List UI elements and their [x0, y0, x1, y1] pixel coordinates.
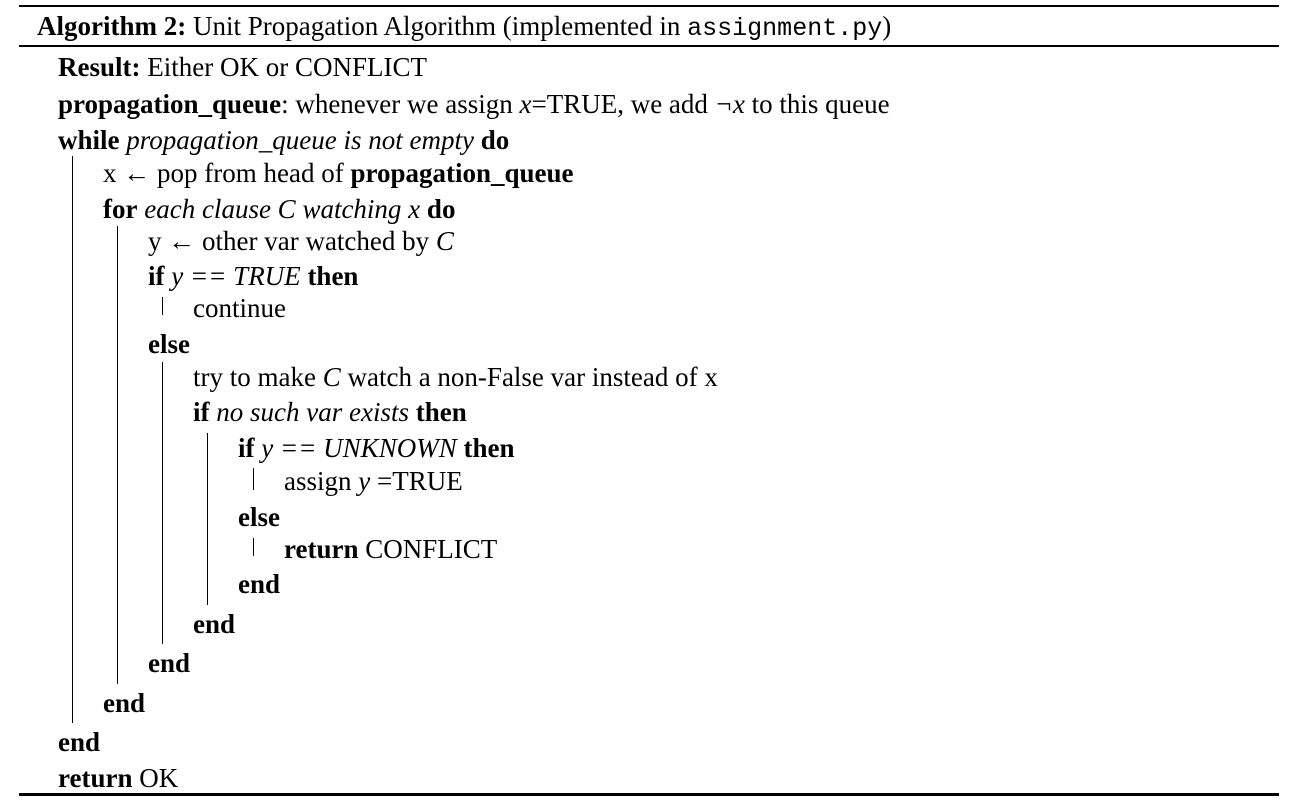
for-keyword: for [103, 194, 138, 224]
neg-x: ¬x [714, 89, 745, 119]
if-unknown-line: if y == UNKNOWN then [238, 433, 514, 463]
end-keyword: end [103, 688, 146, 718]
text: =TRUE, we add [531, 89, 715, 119]
while-keyword: while [58, 125, 120, 155]
caption-close: ) [882, 11, 892, 41]
if-condition: no such var exists [216, 397, 409, 427]
while-condition: propagation_queue is not empty [126, 125, 474, 155]
algorithm-title: Unit Propagation Algorithm (implemented … [192, 11, 688, 41]
conflict-bar [253, 538, 254, 556]
text: continue [193, 293, 286, 323]
else-keyword: else [238, 502, 280, 532]
assign-bar [253, 468, 254, 490]
if-keyword: if [193, 397, 210, 427]
if-no-var-line: if no such var exists then [193, 397, 467, 427]
end-line-3: end [193, 609, 235, 639]
else-line: else [148, 329, 190, 359]
while-block-bar [72, 156, 73, 723]
y-assign-line: y ← other var watched by C [148, 226, 454, 256]
for-condition: each clause C watching x [144, 194, 421, 224]
while-line: while propagation_queue is not empty do [58, 125, 509, 155]
text: CONFLICT [365, 534, 498, 564]
queue-keyword: propagation_queue [58, 89, 282, 119]
if-keyword: if [148, 261, 165, 291]
else-keyword: else [148, 329, 190, 359]
var-x: x [519, 89, 532, 119]
caption-rule [19, 45, 1279, 47]
return-conflict-line: return CONFLICT [284, 534, 497, 564]
if-keyword: if [238, 433, 255, 463]
if-condition: y == TRUE [171, 261, 301, 291]
text: : whenever we assign [281, 89, 520, 119]
end-line-0: end [58, 727, 100, 757]
text: =TRUE [370, 466, 463, 496]
result-line: Result: Either OK or CONFLICT [58, 52, 427, 82]
then-keyword: then [415, 397, 467, 427]
file-name: assignment.py [687, 14, 883, 43]
algorithm-label: Algorithm 2: [37, 11, 187, 41]
assign-line: assign y =TRUE [284, 466, 463, 496]
for-block-bar [117, 226, 118, 684]
text: x ← pop from head of [103, 158, 351, 188]
if-no-var-block-bar [207, 433, 208, 605]
do-keyword: do [480, 125, 510, 155]
then-keyword: then [307, 261, 359, 291]
try-line: try to make C watch a non-False var inst… [193, 362, 718, 392]
return-keyword: return [58, 763, 133, 793]
result-text: Either OK or CONFLICT [147, 52, 427, 82]
queue-keyword: propagation_queue [350, 158, 574, 188]
bottom-rule [19, 793, 1279, 796]
do-keyword: do [426, 194, 456, 224]
text: y ← other var watched by [148, 226, 436, 256]
for-line: for each clause C watching x do [103, 194, 455, 224]
pop-line: x ← pop from head of propagation_queue [103, 158, 574, 188]
result-keyword: Result: [58, 52, 141, 82]
if-condition: y == UNKNOWN [261, 433, 457, 463]
text: to this queue [744, 89, 890, 119]
inner-else-line: else [238, 502, 280, 532]
top-rule [19, 5, 1279, 7]
var-c: C [435, 226, 454, 256]
text: assign [284, 466, 359, 496]
text: watch a non-False var instead of x [340, 362, 718, 392]
end-keyword: end [58, 727, 101, 757]
end-line-2: end [148, 648, 190, 678]
var-c: C [322, 362, 341, 392]
var-y: y [358, 466, 371, 496]
if-true-line: if y == TRUE then [148, 261, 358, 291]
return-keyword: return [284, 534, 359, 564]
continue-line: continue [193, 293, 286, 323]
end-line-1: end [103, 688, 145, 718]
end-keyword: end [193, 609, 236, 639]
text: try to make [193, 362, 323, 392]
end-keyword: end [148, 648, 191, 678]
text: OK [139, 763, 179, 793]
else-block-bar [162, 362, 163, 644]
end-line-4: end [238, 569, 280, 599]
end-keyword: end [238, 569, 281, 599]
queue-def-line: propagation_queue: whenever we assign x=… [58, 89, 890, 119]
algorithm-caption: Algorithm 2: Unit Propagation Algorithm … [37, 11, 891, 44]
return-ok-line: return OK [58, 763, 178, 793]
then-keyword: then [463, 433, 515, 463]
then-continue-bar [162, 297, 163, 315]
